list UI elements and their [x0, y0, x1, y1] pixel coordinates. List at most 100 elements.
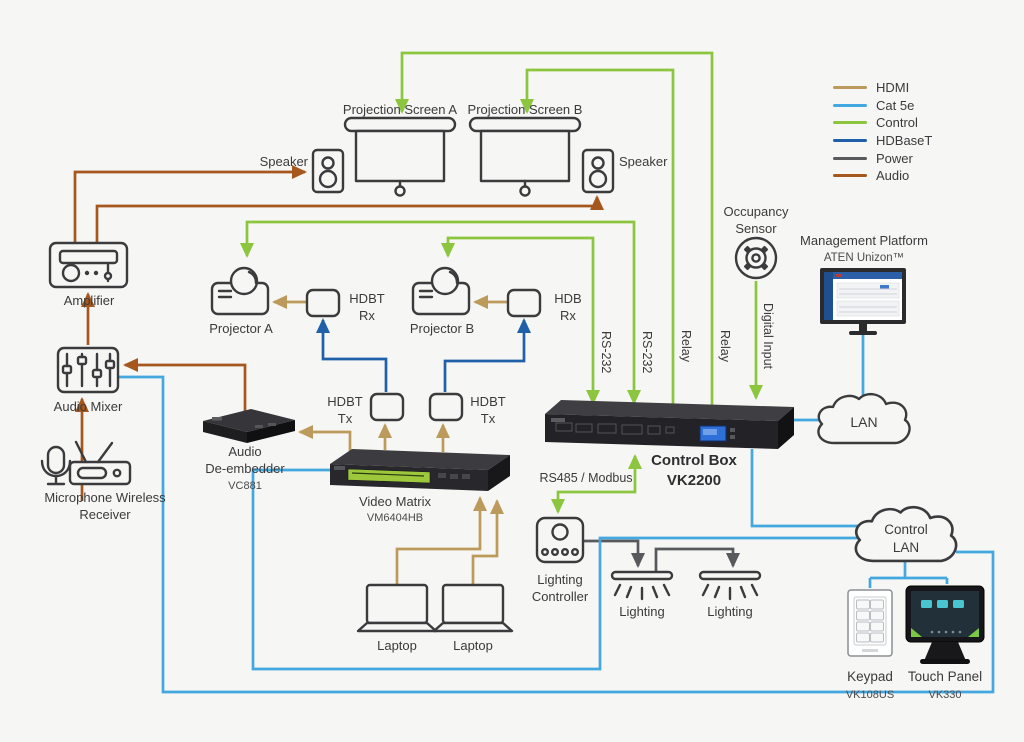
projector-b-icon: [411, 266, 471, 316]
label-touch-panel: Touch Panel: [907, 669, 983, 684]
label-hdbt-rx-a: HDBT Rx: [349, 291, 385, 324]
wire-laptop1-matrix: [395, 496, 487, 584]
wire-relay-screen-a: [395, 51, 714, 406]
legend-label-audio: Audio: [876, 168, 910, 184]
label-laptop-1: Laptop: [377, 638, 417, 653]
wire-rs232-projector-a: [240, 220, 641, 405]
legend-label-control: Control: [876, 115, 918, 131]
wire-amp-speaker-left: [73, 165, 307, 242]
label-speaker-left: Speaker: [259, 154, 308, 169]
label-control-box: Control Box: [651, 452, 737, 469]
label-laptop-2: Laptop: [453, 638, 493, 653]
microphone-receiver-icon: [40, 440, 132, 486]
wire-mixer-controllan: [118, 375, 995, 694]
label-video-matrix-model: VM6404HB: [366, 512, 424, 524]
label-keypad-model: VK108US: [845, 689, 895, 701]
projection-screen-a-icon: [343, 116, 457, 197]
label-audio-deembedder: Audio De-embedder: [205, 444, 285, 477]
legend-line-control: [833, 121, 867, 125]
label-relay-2: Relay: [718, 330, 732, 362]
label-audio-mixer: Audio Mixer: [53, 399, 123, 414]
lan-cloud-icon: [817, 392, 911, 445]
label-rs232-1: RS-232: [599, 331, 613, 374]
hdbt-tx-a-icon: [369, 392, 405, 422]
wire-controlbox-controllan: [750, 449, 864, 528]
wire-matrix-controllan: [251, 468, 862, 671]
lighting-controller-icon: [535, 516, 585, 564]
legend-label-hdbaset: HDBaseT: [876, 133, 933, 149]
label-hdbt-tx-b: HDBT Tx: [470, 394, 506, 427]
legend-item-hdmi: HDMI: [833, 79, 932, 97]
wire-relay-screen-b: [520, 68, 675, 405]
wire-tx-rx-a: [316, 318, 388, 392]
legend-line-power: [833, 156, 867, 160]
wire-controllan-panels: [868, 560, 949, 588]
legend: HDMI Cat 5e Control HDBaseT Power Audio: [833, 79, 932, 185]
legend-label-power: Power: [876, 150, 913, 166]
label-projector-a: Projector A: [209, 321, 273, 336]
label-lighting-1: Lighting: [619, 604, 665, 619]
label-amplifier: Amplifier: [63, 293, 115, 308]
label-video-matrix: Video Matrix: [358, 494, 431, 509]
control-box-icon: [545, 400, 794, 449]
audio-mixer-icon: [56, 346, 120, 394]
audio-deembedder-icon: [203, 409, 295, 443]
legend-item-hdbaset: HDBaseT: [833, 132, 932, 150]
legend-line-audio: [833, 174, 867, 178]
label-control-lan: Control LAN: [884, 522, 928, 555]
label-projector-b: Projector B: [409, 321, 475, 336]
label-projection-screen-b: Projection Screen B: [467, 102, 583, 117]
control-lan-cloud-icon: [854, 505, 958, 563]
label-rs232-2: RS-232: [640, 331, 654, 374]
lighting-2-icon: [698, 570, 762, 601]
wire-tx-rx-b: [443, 318, 531, 392]
wire-matrix-deembedder: [298, 425, 352, 454]
label-digital-input: Digital Input: [761, 303, 775, 370]
label-hdbt-rx-b: HDB Rx: [554, 291, 582, 324]
speaker-right-icon: [581, 148, 615, 194]
legend-line-cat5e: [833, 103, 867, 107]
wire-rs485-modbus: [551, 454, 642, 514]
projection-screen-b-icon: [468, 116, 582, 197]
legend-item-power: Power: [833, 149, 932, 167]
hdbt-rx-a-icon: [305, 288, 341, 318]
hdbt-rx-b-icon: [506, 288, 542, 318]
speaker-left-icon: [311, 148, 345, 194]
label-relay-1: Relay: [679, 330, 693, 362]
laptop-2-icon: [432, 583, 514, 633]
wire-controller-lighting1: [583, 539, 645, 568]
label-touch-panel-model: VK330: [928, 689, 962, 701]
label-projection-screen-a: Projection Screen A: [342, 102, 458, 117]
label-lighting-2: Lighting: [707, 604, 753, 619]
legend-item-cat5e: Cat 5e: [833, 97, 932, 115]
legend-label-cat5e: Cat 5e: [876, 97, 915, 113]
projector-a-icon: [210, 266, 270, 316]
occupancy-sensor-icon: [734, 236, 778, 280]
wire-amp-speaker-right: [95, 195, 604, 242]
label-aten-unizon: ATEN Unizon™: [823, 252, 905, 264]
label-speaker-right: Speaker: [619, 154, 668, 169]
wire-laptop2-matrix: [471, 499, 504, 584]
lighting-1-icon: [610, 570, 674, 601]
label-keypad: Keypad: [847, 669, 893, 684]
wire-lighting1-lighting2: [654, 547, 740, 571]
legend-line-hdmi: [833, 86, 867, 90]
wire-rs232-projector-b: [441, 236, 600, 405]
label-management-platform: Management Platform: [800, 233, 928, 248]
keypad-icon: [847, 589, 893, 657]
label-audio-deembedder-model: VC881: [228, 480, 262, 492]
legend-line-hdbaset: [833, 139, 867, 143]
legend-item-audio: Audio: [833, 167, 932, 185]
laptop-1-icon: [356, 583, 438, 633]
wire-deembedder-mixer: [123, 358, 247, 414]
management-platform-icon: [820, 268, 906, 335]
label-rs485-modbus: RS485 / Modbus: [539, 471, 633, 485]
label-occupancy-sensor: Occupancy Sensor: [723, 204, 789, 237]
label-mic-receiver: Microphone Wireless Receiver: [44, 490, 166, 523]
legend-item-control: Control: [833, 114, 932, 132]
label-lighting-controller: Lighting Controller: [531, 572, 589, 605]
legend-label-hdmi: HDMI: [876, 80, 910, 96]
video-matrix-icon: [330, 449, 510, 491]
